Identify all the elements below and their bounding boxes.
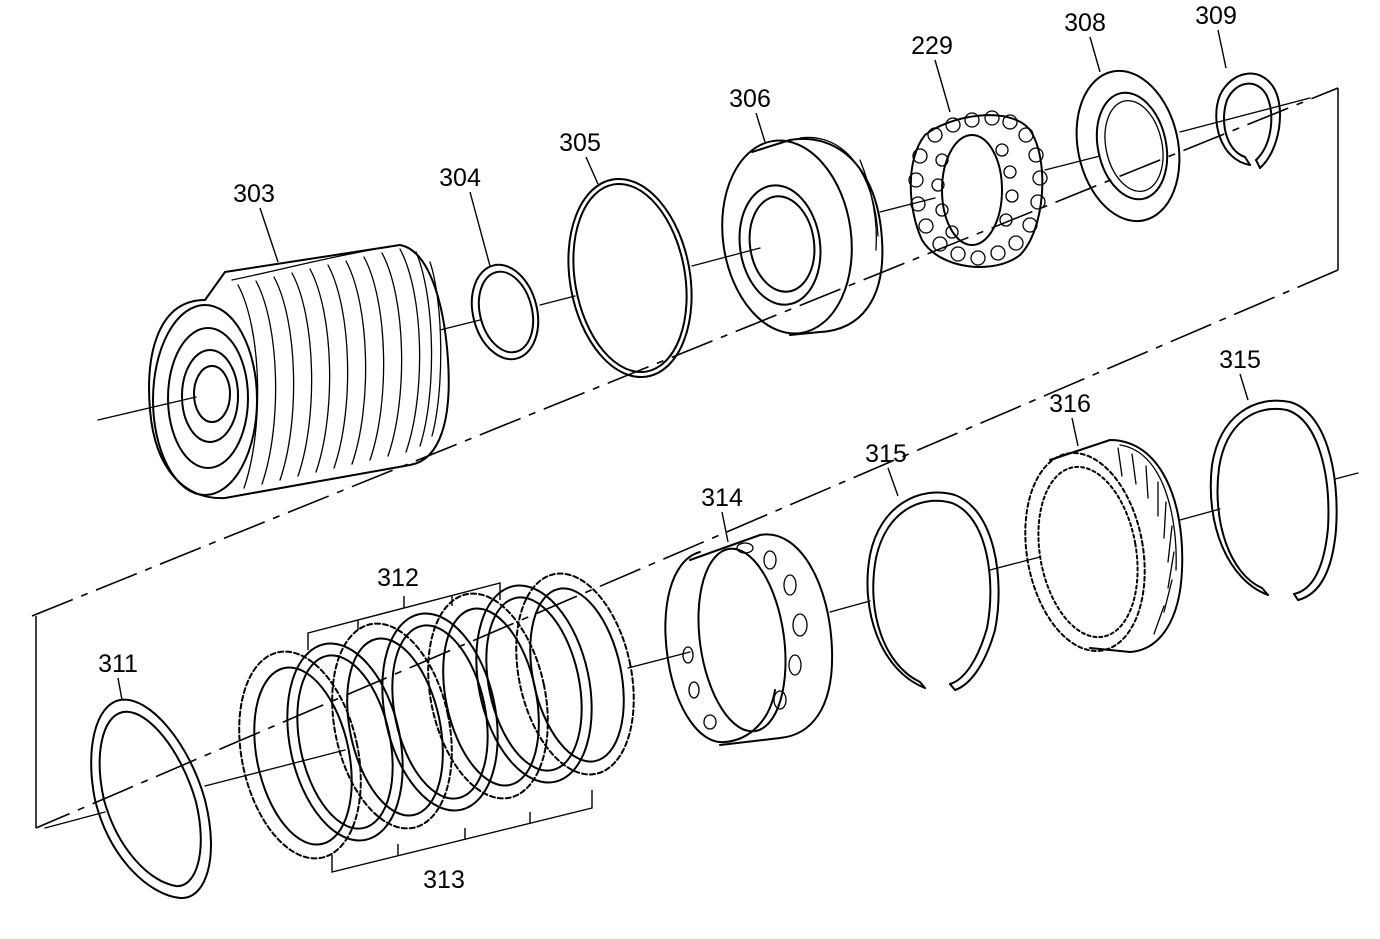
part-314-clutch-hub: 314 <box>664 484 834 746</box>
part-306-piston: 306 <box>721 85 884 336</box>
part-315-snap-ring-b: 315 <box>1209 346 1338 601</box>
hub-windows <box>682 542 808 730</box>
part-311-wave-plate: 311 <box>90 650 212 900</box>
part-315-snap-ring-a: 315 <box>865 440 1000 691</box>
label-312: 312 <box>377 564 419 592</box>
label-229: 229 <box>911 32 953 60</box>
label-313: 313 <box>423 866 465 894</box>
label-304: 304 <box>439 164 481 192</box>
upper-center-axis <box>97 97 1311 421</box>
label-308: 308 <box>1064 9 1106 37</box>
part-309-snap-ring: 309 <box>1195 2 1281 169</box>
spring-coils <box>908 110 1048 266</box>
part-229-spring-assembly: 229 <box>908 32 1048 268</box>
part-316-ring-gear: 316 <box>1024 390 1184 653</box>
part-304-thrust-washer: 304 <box>439 164 540 361</box>
part-312-313-clutch-pack: 312 313 <box>238 564 635 894</box>
part-308-spring-retainer: 308 <box>1064 9 1181 223</box>
label-303: 303 <box>233 180 275 208</box>
part-305-seal-ring: 305 <box>559 129 693 379</box>
part-303-clutch-drum: 303 <box>148 180 450 500</box>
label-314: 314 <box>701 484 743 512</box>
label-309: 309 <box>1195 2 1237 30</box>
label-306: 306 <box>729 85 771 113</box>
ring-gear-teeth <box>1117 447 1175 635</box>
label-316: 316 <box>1049 390 1091 418</box>
drum-splines <box>237 248 442 489</box>
label-315-a: 315 <box>865 440 907 468</box>
label-315-b: 315 <box>1219 346 1261 374</box>
label-311: 311 <box>98 650 138 678</box>
group-boundary <box>31 87 1339 829</box>
label-305: 305 <box>559 129 601 157</box>
